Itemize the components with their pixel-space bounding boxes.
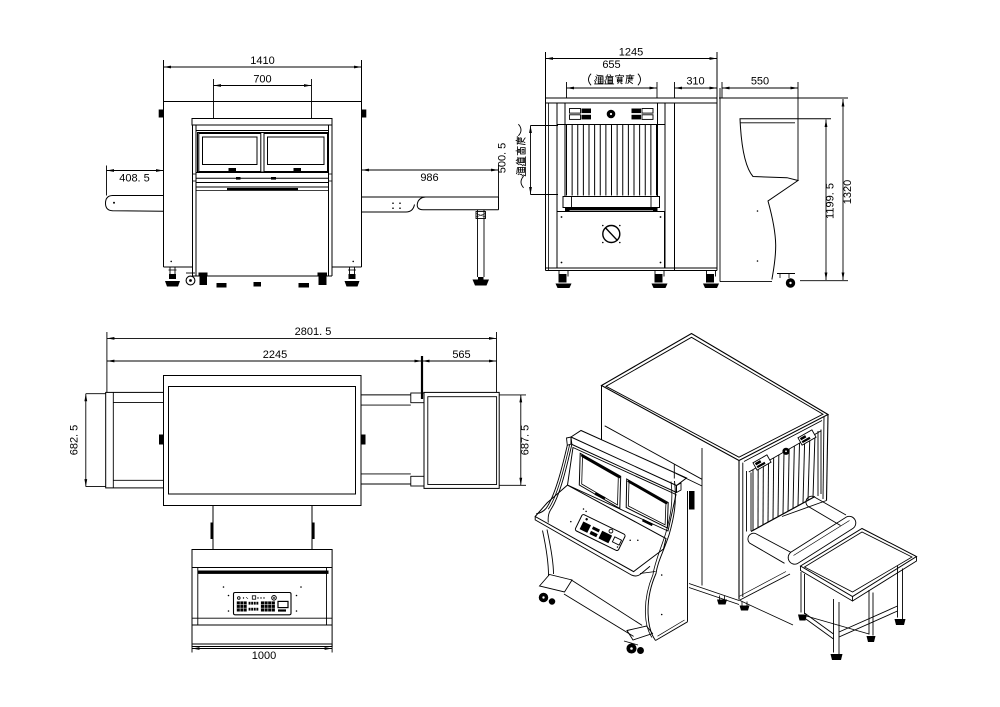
svg-text:550: 550 [751, 76, 769, 88]
svg-text:310: 310 [686, 76, 704, 88]
svg-text:682. 5: 682. 5 [69, 425, 81, 456]
svg-text:986: 986 [420, 172, 438, 184]
svg-text:1320: 1320 [842, 180, 854, 204]
svg-text:408. 5: 408. 5 [119, 173, 150, 185]
svg-text:1245: 1245 [619, 47, 643, 59]
svg-text:655: 655 [602, 59, 620, 71]
svg-text:1000: 1000 [252, 650, 276, 662]
svg-text:1199. 5: 1199. 5 [825, 183, 837, 219]
svg-text:565: 565 [452, 349, 470, 361]
svg-text:2245: 2245 [263, 349, 287, 361]
svg-text:1410: 1410 [250, 55, 274, 67]
svg-text:2801. 5: 2801. 5 [295, 326, 332, 338]
svg-text:500. 5: 500. 5 [497, 143, 509, 174]
svg-text:700: 700 [253, 74, 271, 86]
svg-text:687. 5: 687. 5 [520, 425, 532, 456]
